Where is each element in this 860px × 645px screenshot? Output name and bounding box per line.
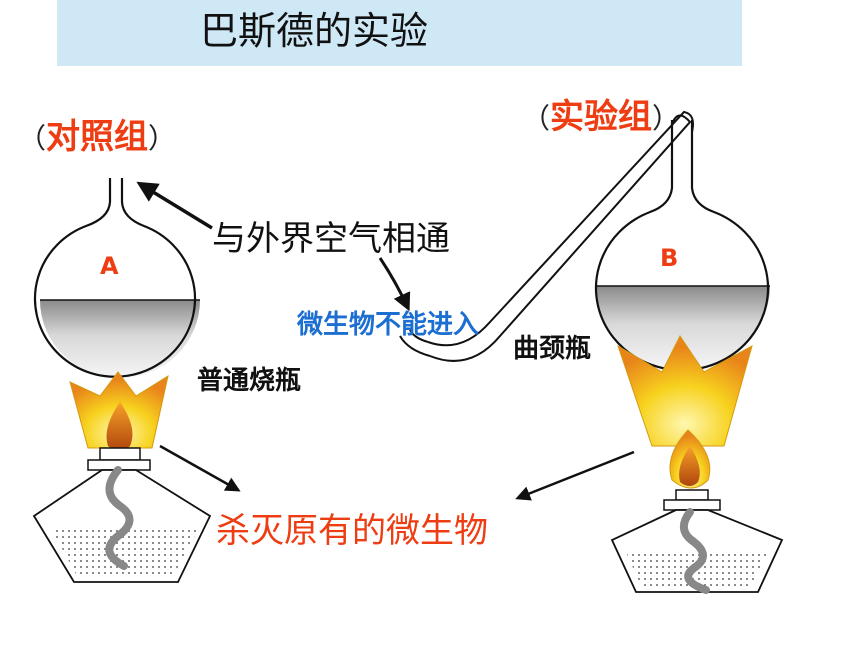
swan-neck-inner xyxy=(427,110,694,347)
alcohol-lamp-b xyxy=(610,489,784,594)
flask-a-label: A xyxy=(100,252,119,280)
alcohol-lamp-a xyxy=(32,447,212,583)
page-title: 巴斯德的实验 xyxy=(200,9,429,53)
swan-neck-outer xyxy=(429,114,692,362)
control-group-label: （对照组） xyxy=(18,120,176,154)
swan-neck-flask-annotation: 曲颈瓶 xyxy=(513,334,592,364)
kill-microbes-annotation: 杀灭原有的微生物 xyxy=(216,511,488,551)
arrow-lamp-b xyxy=(515,450,635,501)
flask-a-liquid xyxy=(40,300,200,378)
microbes-blocked-annotation: 微生物不能进入 xyxy=(297,310,480,340)
experiment-group-close-paren: ） xyxy=(652,102,681,135)
experiment-group-text: 实验组 xyxy=(550,97,653,137)
flask-b-liquid xyxy=(596,286,770,369)
flame-b xyxy=(617,335,753,489)
lamp-b-wick xyxy=(680,508,710,594)
control-group-text: 对照组 xyxy=(46,117,149,157)
experiment-group-open-paren: （ xyxy=(522,102,551,135)
normal-flask-annotation: 普通烧瓶 xyxy=(197,366,302,396)
title-bar xyxy=(57,0,742,66)
lamp-a-wick xyxy=(105,466,134,570)
arrow-air xyxy=(136,181,213,230)
control-group-close-paren: ） xyxy=(148,122,177,155)
flask-b xyxy=(399,110,770,372)
flame-a xyxy=(69,371,169,451)
air-connected-annotation: 与外界空气相通 xyxy=(212,219,450,259)
arrow-neck xyxy=(378,257,411,312)
flask-b-label: B xyxy=(660,244,679,272)
lamp-a-fuel xyxy=(52,530,198,578)
control-group-open-paren: （ xyxy=(18,122,47,155)
arrow-lamp-a xyxy=(159,444,241,492)
experiment-group-label: （实验组） xyxy=(522,100,680,134)
